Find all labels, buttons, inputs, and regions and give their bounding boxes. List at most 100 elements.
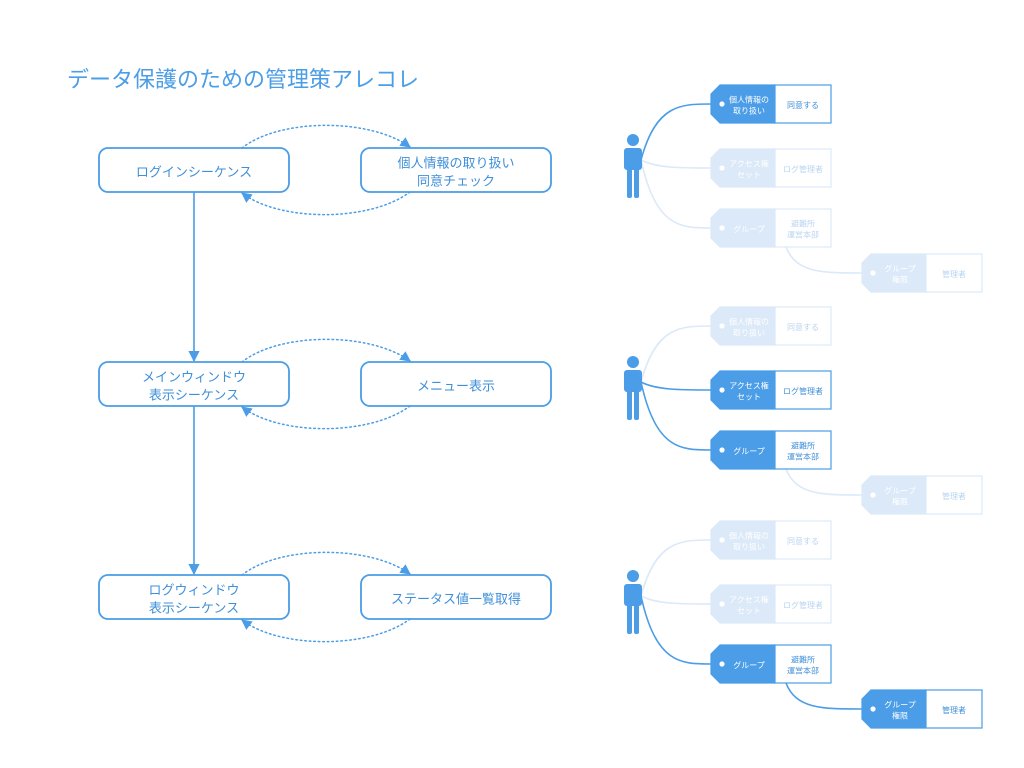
permission-group: 個人情報の取り扱い同意するアクセス権セットログ管理者グループ避難所運営本部グルー… [624, 84, 983, 293]
tag-value-label: 避難所 [791, 218, 815, 228]
tag-value-label: 避難所 [791, 654, 815, 664]
tag-hole [719, 537, 725, 543]
tag-value-label: 運営本部 [787, 229, 819, 239]
return-arrow [241, 618, 411, 643]
process-box-frame [360, 147, 552, 193]
tag-connector [785, 682, 863, 710]
permission-group: 個人情報の取り扱い同意するアクセス権セットログ管理者グループ避難所運営本部グルー… [624, 520, 983, 729]
tag-key-label: 個人情報の [729, 530, 769, 540]
process-box-frame [360, 574, 552, 620]
tag-value-shape [925, 253, 983, 293]
process-box-label: 個人情報の取り扱い [397, 156, 514, 171]
person-icon [624, 356, 642, 420]
tag-key-label: 権限 [892, 496, 908, 506]
permission-panels: 個人情報の取り扱い同意するアクセス権セットログ管理者グループ避難所運営本部グルー… [624, 84, 983, 729]
tag-value-label: 管理者 [942, 491, 966, 501]
page-title: データ保護のための管理策アレコレ [67, 68, 419, 93]
tag-connector [640, 595, 712, 665]
tag-key-label: アクセス権 [729, 158, 769, 168]
tag-connector [640, 103, 712, 161]
tag-connector [640, 325, 712, 383]
tag-key-label: グループ [884, 699, 916, 709]
tag-value-label: 同意する [787, 100, 819, 110]
tag-connector [640, 539, 712, 597]
tag-hole [719, 387, 725, 393]
tag-value-shape [925, 475, 983, 515]
call-arrow [241, 551, 411, 576]
tag-value-shape [774, 430, 832, 470]
tag-key-label: セット [737, 606, 761, 615]
return-arrow [241, 191, 411, 216]
attribute-tag[interactable]: 個人情報の取り扱い 同意する [710, 84, 832, 124]
tag-value-shape [774, 370, 832, 410]
tag-value-shape [774, 644, 832, 684]
sequence-box[interactable]: ログインシーケンス [98, 147, 290, 193]
sequence-box-label: ログウィンドウ [148, 583, 239, 598]
tag-value-shape [774, 520, 832, 560]
tag-value-shape [774, 148, 832, 188]
process-box-frame [360, 361, 552, 407]
tag-value-shape [774, 84, 832, 124]
tag-value-label: 同意する [787, 322, 819, 332]
tag-hole [719, 101, 725, 107]
process-box-label: 同意チェック [417, 173, 495, 189]
tag-hole [719, 601, 725, 607]
process-box-label: ステータス値一覧取得 [391, 591, 521, 607]
tag-hole [719, 323, 725, 329]
tag-key-label: グループ [733, 446, 765, 456]
tag-hole [870, 706, 876, 712]
tag-key-label: 権限 [892, 274, 908, 284]
tag-key-label: セット [737, 392, 761, 401]
tag-value-label: 管理者 [942, 269, 966, 279]
tag-connector [640, 595, 712, 605]
process-box[interactable]: ステータス値一覧取得 [360, 574, 552, 620]
call-arrow [241, 338, 411, 363]
tag-key-label: セット [737, 170, 761, 179]
person-icon [624, 570, 642, 634]
tag-key-label: 取り扱い [733, 327, 765, 337]
tag-connector [785, 468, 863, 496]
tag-connector [785, 246, 863, 274]
tag-key-label: アクセス権 [729, 594, 769, 604]
tag-hole [719, 447, 725, 453]
tag-key-label: グループ [884, 263, 916, 273]
person-icon [624, 134, 642, 198]
tag-value-shape [774, 208, 832, 248]
tag-value-label: 同意する [787, 536, 819, 546]
tag-key-label: 個人情報の [729, 94, 769, 104]
tag-hole [870, 492, 876, 498]
sequence-box-label: メインウィンドウ [142, 370, 246, 385]
tag-value-label: 管理者 [942, 705, 966, 715]
tag-value-shape [774, 306, 832, 346]
tag-value-label: 運営本部 [787, 451, 819, 461]
tag-value-shape [774, 584, 832, 624]
tag-value-label: 運営本部 [787, 665, 819, 675]
tag-connector [640, 159, 712, 229]
sequence-box-label: ログインシーケンス [136, 165, 252, 180]
tag-connector [640, 159, 712, 169]
tag-key-label: グループ [733, 660, 765, 670]
tag-value-label: ログ管理者 [783, 600, 823, 610]
sequence-box-label: 表示シーケンス [149, 388, 239, 403]
tag-key-label: 取り扱い [733, 105, 765, 115]
sequence-flow: ログインシーケンスメインウィンドウ表示シーケンスログウィンドウ表示シーケンス個人… [98, 124, 552, 643]
call-arrow [241, 124, 411, 149]
tag-connector [640, 381, 712, 391]
return-arrow [241, 405, 411, 430]
process-box[interactable]: メニュー表示 [360, 361, 552, 407]
